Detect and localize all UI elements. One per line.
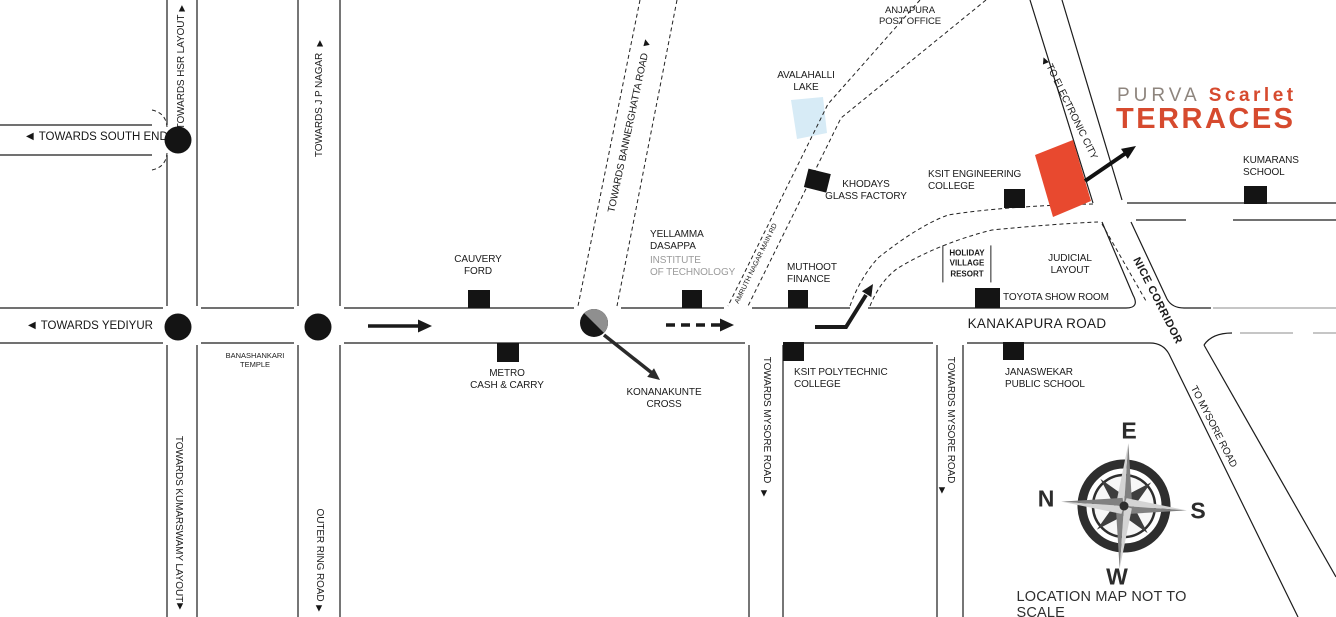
ksit-engineering-marker [1004, 189, 1025, 208]
kanakapura-road-label: KANAKAPURA ROAD [967, 316, 1107, 332]
holiday-village-resort-label: HOLIDAY VILLAGE RESORT [942, 245, 992, 283]
kumarans-school-label: KUMARANS SCHOOL [1243, 155, 1299, 178]
down-arrow-icon: ▼ [313, 602, 325, 615]
yellamma-institute-label: INSTITUTE OF TECHNOLOGY [650, 255, 736, 278]
khodays-marker [803, 168, 831, 193]
brand-purva: PURVA [1117, 85, 1201, 106]
towards-south-end-label: ◀ TOWARDS SOUTH END [26, 131, 168, 143]
towards-jp-nagar-label: TOWARDS J P NAGAR [314, 52, 326, 158]
outer-ring-road-label: OUTER RING ROAD [313, 508, 325, 602]
metro-cash-carry-label: METRO CASH & CARRY [470, 368, 544, 391]
cauvery-ford-label: CAUVERY FORD [454, 254, 502, 277]
towards-hsr-layout-label: TOWARDS HSR LAYOUT [176, 14, 188, 130]
down-arrow-icon: ▼ [174, 600, 186, 613]
road-edges-dashed [151, 0, 1147, 307]
towards-mysore-road-1-label: TOWARDS MYSORE ROAD [760, 356, 772, 484]
brand-terraces: TERRACES [1116, 103, 1296, 135]
avalahalli-lake-label: AVALAHALLI LAKE [777, 70, 835, 93]
janaswekar-marker [1003, 342, 1024, 360]
yellamma-marker [682, 290, 702, 308]
ksit-polytechnic-college-label: KSIT POLYTECHNIC COLLEGE [794, 367, 888, 390]
project-site-marker [1035, 140, 1091, 217]
left-arrow-icon: ◀ [28, 320, 36, 331]
site-pointer-arrow [1083, 146, 1136, 183]
up-arrow-icon: ▲ [176, 2, 188, 15]
towards-mysore-road-2-label: TOWARDS MYSORE ROAD [944, 356, 956, 484]
ksit-polytechnic-marker [783, 342, 804, 361]
anjapura-post-office-label: ANJAPURA POST OFFICE [878, 4, 942, 27]
judicial-layout-label: JUDICIAL LAYOUT [1048, 253, 1092, 276]
down-arrow-icon: ▼ [758, 487, 770, 500]
compass-rose [1061, 443, 1187, 569]
muthoot-finance-label: MUTHOOT FINANCE [787, 262, 837, 285]
konanakunte-cross-label: KONANAKUNTE CROSS [626, 387, 702, 410]
yellamma-dasappa-label: YELLAMMA DASAPPA [650, 229, 704, 252]
road-edges-light [1213, 307, 1336, 334]
avalahalli-lake-shape [791, 97, 827, 139]
khodays-glass-factory-label: KHODAYS GLASS FACTORY [825, 179, 907, 202]
toyota-marker [975, 288, 1000, 308]
muthoot-marker [788, 290, 808, 308]
junction-dots [164, 126, 332, 341]
route-arrows [368, 284, 873, 333]
landmark-markers [468, 168, 1267, 362]
towards-yediyur-label: ◀ TOWARDS YEDIYUR [28, 320, 153, 332]
konanakunte-marker [580, 309, 660, 380]
towards-kumarswamy-label: TOWARDS KUMARSWAMY LAYOUT [172, 435, 184, 603]
compass-north-label: N [1037, 485, 1055, 512]
compass-south-label: S [1190, 497, 1206, 524]
ksit-engineering-college-label: KSIT ENGINEERING COLLEGE [928, 169, 1022, 192]
brand-logo: PURVA Scarlet [1117, 85, 1297, 107]
banashankari-temple-label: BANASHANKARI TEMPLE [225, 351, 285, 369]
brand-scarlet: Scarlet [1208, 85, 1297, 106]
kumarans-marker [1244, 186, 1267, 204]
toyota-show-room-label: TOYOTA SHOW ROOM [1003, 292, 1109, 304]
map-scale-note: LOCATION MAP NOT TO SCALE [1016, 589, 1187, 617]
compass-east-label: E [1121, 417, 1137, 444]
janaswekar-public-school-label: JANASWEKAR PUBLIC SCHOOL [1005, 367, 1085, 390]
up-arrow-icon: ▲ [314, 37, 326, 50]
left-arrow-icon: ◀ [26, 131, 34, 142]
down-arrow-icon: ▼ [936, 484, 948, 497]
cauvery-marker [468, 290, 490, 308]
compass-west-label: W [1106, 563, 1128, 590]
up-arrow-icon: ▲ [639, 35, 653, 50]
metro-marker [497, 343, 519, 362]
